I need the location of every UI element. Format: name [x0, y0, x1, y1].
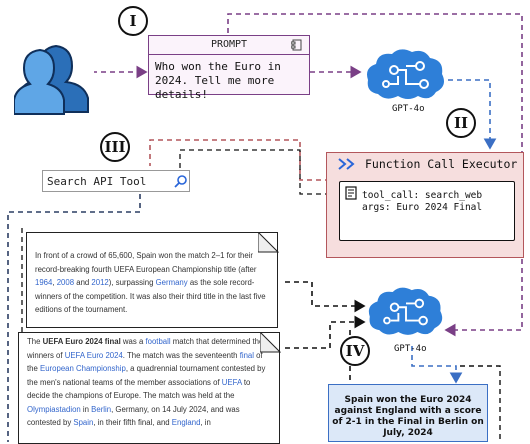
doc2-fold-corner — [260, 332, 281, 353]
user-group-icon — [14, 36, 94, 116]
prompt-title: PROMPT — [149, 36, 309, 55]
search-api-tool-label: Search API Tool — [47, 175, 147, 188]
document-icon — [345, 186, 357, 200]
doc2-text: was a — [120, 337, 146, 346]
gpt-top-label: GPT-4o — [392, 104, 425, 114]
doc2-text: , in — [200, 418, 211, 427]
answer-box: Spain won the Euro 2024 against England … — [328, 384, 488, 442]
doc1-text: In front of a crowd of 65,600, Spain won… — [35, 251, 257, 274]
doc2-link-olympiastadion[interactable]: Olympiastadion — [27, 404, 81, 414]
gpt-brain-icon — [368, 287, 443, 335]
doc2-link-european-championship[interactable]: European Championship — [40, 364, 126, 373]
doc2-text: The — [27, 337, 43, 346]
doc2-bold-title: UEFA Euro 2024 final — [42, 337, 121, 346]
step-4-badge: IV — [340, 336, 370, 366]
search-result-doc-2: The UEFA Euro 2024 final was a football … — [18, 332, 280, 444]
arrow-search-to-docs — [7, 194, 141, 442]
arrow-doc2-to-gpt — [285, 315, 366, 349]
doc2-text: , Germany, on 14 July 2024, and was cont… — [27, 404, 240, 428]
tool-call-line: tool_call: search_web — [362, 190, 483, 201]
step-3-badge: III — [100, 132, 130, 162]
gpt-brain-icon — [367, 49, 444, 99]
doc2-text: , in their fifth final, and — [93, 418, 172, 427]
prompt-text: Who won the Euro in 2024. Tell me more d… — [155, 60, 281, 101]
prompt-box: PROMPT Who won the Euro in 2024. Tell me… — [148, 35, 310, 101]
function-call-executor-title: Function Call Executor — [365, 157, 518, 171]
doc2-link-spain[interactable]: Spain — [73, 418, 94, 427]
doc1-link-1964[interactable]: 1964 — [35, 278, 53, 287]
doc2-text: , a quadrennial tournament contested by … — [27, 364, 266, 387]
gpt-bottom-label: GPT-4o — [394, 344, 427, 354]
doc2-link-football[interactable]: football — [145, 337, 171, 346]
step-1-badge: I — [118, 6, 148, 36]
doc2-link-berlin[interactable]: Berlin — [91, 404, 112, 414]
arrow-answer-side — [460, 365, 501, 440]
doc2-link-euro2024[interactable]: UEFA Euro 2024 — [64, 350, 123, 360]
doc1-fold-corner — [258, 232, 279, 253]
search-result-doc-1: In front of a crowd of 65,600, Spain won… — [26, 232, 278, 328]
doc2-text: . The match was the seventeenth — [122, 350, 240, 360]
tool-args-line: args: Euro 2024 Final — [362, 202, 483, 213]
doc1-text: , — [52, 278, 57, 287]
doc1-text: and — [74, 278, 92, 287]
doc2-text: in — [80, 404, 92, 414]
doc2-link-uefa[interactable]: UEFA — [221, 377, 242, 387]
chevrons-icon — [338, 158, 355, 170]
arrow-gpt-to-executor — [448, 79, 497, 150]
tool-call-box: tool_call: search_web args: Euro 2024 Fi… — [339, 181, 515, 241]
doc2-link-england[interactable]: England — [171, 418, 201, 427]
doc1-text: ), surpassing — [108, 278, 156, 287]
doc2-link-final[interactable]: final — [239, 350, 254, 360]
doc1-text: as the sole record-winners of the compet… — [35, 278, 266, 314]
arrow-gpt-to-answer — [411, 346, 463, 384]
doc2-text: of the — [27, 350, 263, 374]
arrow-executor-to-search — [149, 139, 330, 181]
doc1-link-2008[interactable]: 2008 — [56, 278, 75, 287]
step-2-badge: II — [446, 108, 476, 138]
arrow-context-loop — [227, 13, 523, 337]
doc1-link-germany[interactable]: Germany — [155, 278, 188, 287]
doc1-link-2012[interactable]: 2012 — [91, 278, 109, 287]
tool-call-code: tool_call: search_web args: Euro 2024 Fi… — [362, 190, 512, 214]
arrow-executor-to-search-2 — [179, 149, 330, 195]
search-icon — [174, 175, 187, 188]
component-icon — [291, 39, 302, 51]
function-call-executor: Function Call Executor tool_call: search… — [326, 152, 524, 258]
answer-text: Spain won the Euro 2024 against England … — [332, 395, 484, 438]
arrow-doc1-to-gpt — [285, 281, 366, 313]
doc2-text: match that determined the winners of — [27, 337, 264, 360]
doc2-text: to decide the champions of Europe. The m… — [27, 377, 251, 401]
search-api-tool: Search API Tool — [42, 170, 190, 192]
